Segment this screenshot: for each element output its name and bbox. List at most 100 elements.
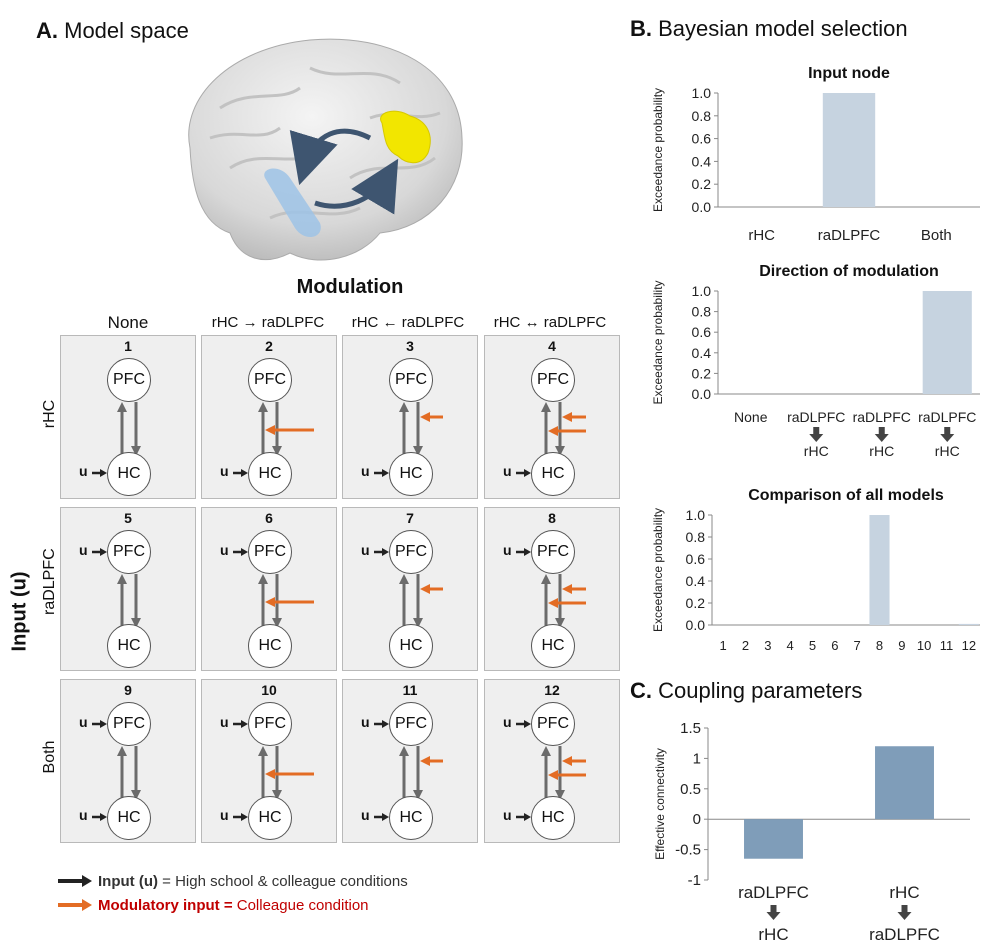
panel-a-title: A. Model space	[36, 18, 189, 44]
pfc-node: PFC	[107, 702, 151, 746]
model-number: 6	[265, 510, 273, 526]
arrow-head-icon	[272, 790, 282, 800]
bar	[869, 515, 890, 625]
hc-node: HC	[531, 452, 575, 496]
model-connections	[233, 402, 314, 477]
modulatory-arrow-head-icon	[562, 412, 572, 422]
model-number: 4	[548, 338, 556, 354]
x-tick-label: 5	[809, 638, 816, 653]
panel-b-title-text: Bayesian model selection	[658, 16, 908, 41]
right-arrow-icon: →	[242, 314, 258, 331]
y-tick-label: 0	[693, 811, 701, 828]
input-arrow-head-icon	[241, 469, 248, 477]
input-arrow-head-icon	[382, 469, 389, 477]
input-arrow-head-icon	[100, 720, 107, 728]
x-tick-label: raDLPFC	[853, 409, 911, 425]
row-header-both: Both	[41, 740, 58, 774]
bar	[822, 93, 876, 207]
hc-node: HC	[107, 624, 151, 668]
x-tick-label-bottom: rHC	[935, 443, 960, 459]
modulatory-arrow-head-icon	[548, 426, 558, 436]
y-tick-label: 0.0	[692, 199, 712, 215]
x-tick-label: raDLPFC	[738, 883, 809, 902]
modulatory-arrow-head-icon	[420, 584, 430, 594]
arrow-head-icon	[413, 790, 423, 800]
arrow-head-icon	[272, 446, 282, 456]
model-number: 5	[124, 510, 132, 526]
x-tick-label-bottom: rHC	[804, 443, 829, 459]
input-axis-title: Input (u)	[8, 571, 31, 652]
arrow-head-icon	[131, 790, 141, 800]
arrow-head-icon	[541, 746, 551, 756]
pfc-node: PFC	[531, 702, 575, 746]
y-tick-label: 1	[693, 750, 701, 767]
model-connections	[92, 402, 141, 477]
x-tick-label-bottom: rHC	[869, 443, 894, 459]
model-number: 9	[124, 682, 132, 698]
modulatory-arrow-head-icon	[420, 756, 430, 766]
arrow-head-icon	[399, 574, 409, 584]
x-tick-label: rHC	[889, 883, 919, 902]
chart-title: Comparison of all models	[748, 487, 944, 504]
input-u-label: u	[220, 807, 229, 823]
legend-modulatory-rest: Colleague condition	[232, 897, 369, 914]
arrow-head-icon	[258, 402, 268, 412]
arrow-head-icon	[399, 402, 409, 412]
model-number: 7	[406, 510, 414, 526]
arrow-head-icon	[272, 618, 282, 628]
model-connections	[516, 720, 586, 821]
modulation-title: Modulation	[296, 276, 404, 298]
col3-right-label: raDLPFC	[401, 314, 465, 331]
pfc-node: PFC	[531, 530, 575, 574]
x-tick-label: 3	[764, 638, 771, 653]
input-u-label: u	[503, 807, 512, 823]
x-tick-label: rHC	[748, 227, 775, 244]
y-tick-label: 0.8	[692, 304, 712, 320]
hc-node: HC	[531, 624, 575, 668]
bar	[958, 623, 979, 625]
arrow-head-icon	[131, 446, 141, 456]
row-header-radlpfc: raDLPFC	[41, 548, 58, 615]
input-arrow-head-icon	[241, 720, 248, 728]
x-tick-label: 6	[831, 638, 838, 653]
y-tick-label: 0.2	[692, 365, 712, 381]
hc-node: HC	[107, 452, 151, 496]
arrow-head-icon	[399, 746, 409, 756]
x-tick-label: 11	[940, 638, 954, 653]
col4-right-label: raDLPFC	[543, 314, 607, 331]
x-tick-label: None	[734, 409, 768, 425]
panel-a-letter: A.	[36, 18, 58, 43]
model-number: 11	[402, 682, 418, 698]
x-tick-label-bottom: raDLPFC	[869, 925, 940, 944]
modulatory-arrow-head-icon	[548, 770, 558, 780]
pfc-node: PFC	[248, 530, 292, 574]
y-tick-label: 0.6	[692, 131, 712, 147]
input-u-label: u	[503, 714, 512, 730]
column-header-backward: rHC ← raDLPFC	[340, 314, 476, 331]
arrow-head-icon	[541, 574, 551, 584]
modulatory-arrow-head-icon	[548, 598, 558, 608]
down-arrow-icon	[940, 427, 955, 442]
arrow-head-icon	[413, 618, 423, 628]
x-tick-label: 10	[917, 638, 931, 653]
arrow-head-icon	[117, 402, 127, 412]
chart-title: Direction of modulation	[759, 263, 939, 280]
col4-left-label: rHC	[493, 314, 521, 331]
arrow-head-icon	[258, 574, 268, 584]
model-connections	[374, 720, 443, 821]
bar	[875, 746, 934, 820]
modulatory-arrow-head-icon	[562, 584, 572, 594]
model-connections	[374, 402, 443, 477]
y-tick-label: 1.0	[692, 85, 712, 101]
x-tick-label: 8	[876, 638, 883, 653]
legend-input-rest: = High school & colleague conditions	[157, 873, 408, 890]
left-arrow-icon: ←	[382, 314, 398, 331]
